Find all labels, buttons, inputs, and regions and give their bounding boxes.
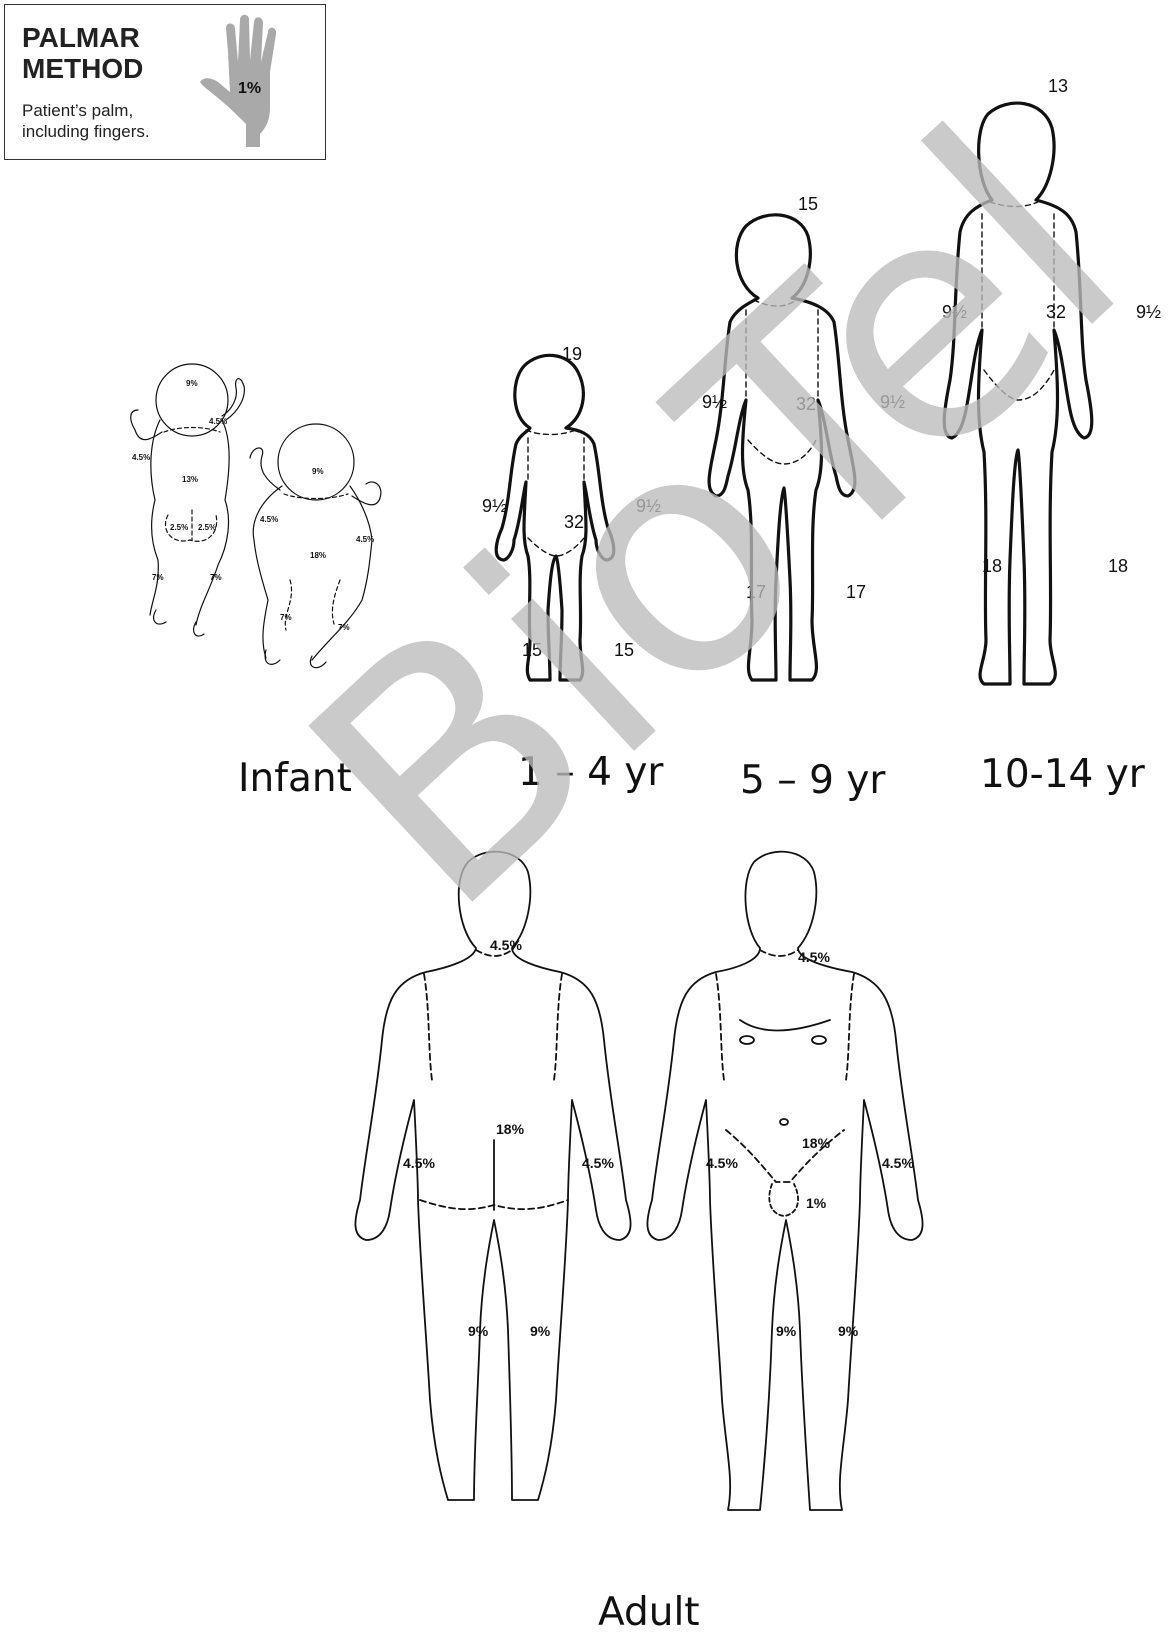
adult-back-leg-left-label: 9%	[468, 1323, 489, 1339]
infant-back-buttock-left-label: 2.5%	[170, 523, 188, 532]
child-1-4-trunk-label: 32	[564, 512, 584, 532]
child-10-14-arm-right-label: 9½	[1136, 302, 1161, 322]
adult-back-leg-right-label: 9%	[530, 1323, 551, 1339]
infant-front-figure	[250, 424, 381, 668]
child-5-9-arm-left-label: 9½	[702, 392, 727, 412]
infant-back-head-label: 9%	[186, 379, 198, 388]
child-10-14-trunk-label: 32	[1046, 302, 1066, 322]
child-1-4-arm-left-label: 9½	[482, 496, 507, 516]
child-10-14-arm-left-label: 9½	[942, 302, 967, 322]
adult-front-arm-right-label: 4.5%	[882, 1155, 914, 1171]
infant-front-trunk-label: 18%	[310, 551, 326, 560]
child-10-14-figure	[944, 103, 1092, 684]
infant-back-arm-left-label: 4.5%	[132, 453, 150, 462]
adult-front-figure	[647, 852, 922, 1510]
adult-back-arm-left-label: 4.5%	[403, 1155, 435, 1171]
child-1-4-head-label: 19	[562, 344, 582, 364]
child-5-9-leg-left-label: 17	[746, 582, 766, 602]
caption-10-14-yr: 10-14 yr	[980, 752, 1145, 797]
infant-back-leg-left-label: 7%	[152, 573, 164, 582]
child-5-9-leg-right-label: 17	[846, 582, 866, 602]
adult-front-arm-left-label: 4.5%	[706, 1155, 738, 1171]
child-5-9-head-label: 15	[798, 194, 818, 214]
infant-front-leg-right-label: 7%	[338, 623, 350, 632]
adult-front-leg-right-label: 9%	[838, 1323, 859, 1339]
child-5-9-trunk-label: 32	[796, 394, 816, 414]
adult-front-genitals-label: 1%	[806, 1195, 827, 1211]
adult-back-trunk-label: 18%	[496, 1121, 525, 1137]
infant-back-trunk-label: 13%	[182, 475, 198, 484]
infant-front-arm-right-label: 4.5%	[356, 535, 374, 544]
child-10-14-leg-left-label: 18	[982, 556, 1002, 576]
caption-1-4-yr: 1 – 4 yr	[518, 750, 663, 795]
caption-infant: Infant	[238, 756, 352, 801]
caption-adult: Adult	[598, 1590, 700, 1635]
infant-front-leg-left-label: 7%	[280, 613, 292, 622]
infant-front-arm-left-label: 4.5%	[260, 515, 278, 524]
child-1-4-figure	[496, 355, 614, 680]
adult-back-arm-right-label: 4.5%	[582, 1155, 614, 1171]
child-5-9-arm-right-label: 9½	[880, 392, 905, 412]
infant-back-leg-right-label: 7%	[210, 573, 222, 582]
child-10-14-leg-right-label: 18	[1108, 556, 1128, 576]
infant-back-arm-right-label: 4.5%	[209, 417, 227, 426]
adult-front-head-label: 4.5%	[798, 949, 830, 965]
child-1-4-leg-left-label: 15	[522, 640, 542, 660]
adult-back-head-label: 4.5%	[490, 937, 522, 953]
infant-back-figure	[131, 364, 245, 636]
child-10-14-head-label: 13	[1048, 76, 1068, 96]
child-1-4-leg-right-label: 15	[614, 640, 634, 660]
adult-front-trunk-label: 18%	[802, 1135, 831, 1151]
caption-5-9-yr: 5 – 9 yr	[740, 758, 885, 803]
adult-front-leg-left-label: 9%	[776, 1323, 797, 1339]
infant-back-buttock-right-label: 2.5%	[198, 523, 216, 532]
child-5-9-figure	[709, 215, 855, 680]
infant-front-head-label: 9%	[312, 467, 324, 476]
child-1-4-arm-right-label: 9½	[636, 496, 661, 516]
